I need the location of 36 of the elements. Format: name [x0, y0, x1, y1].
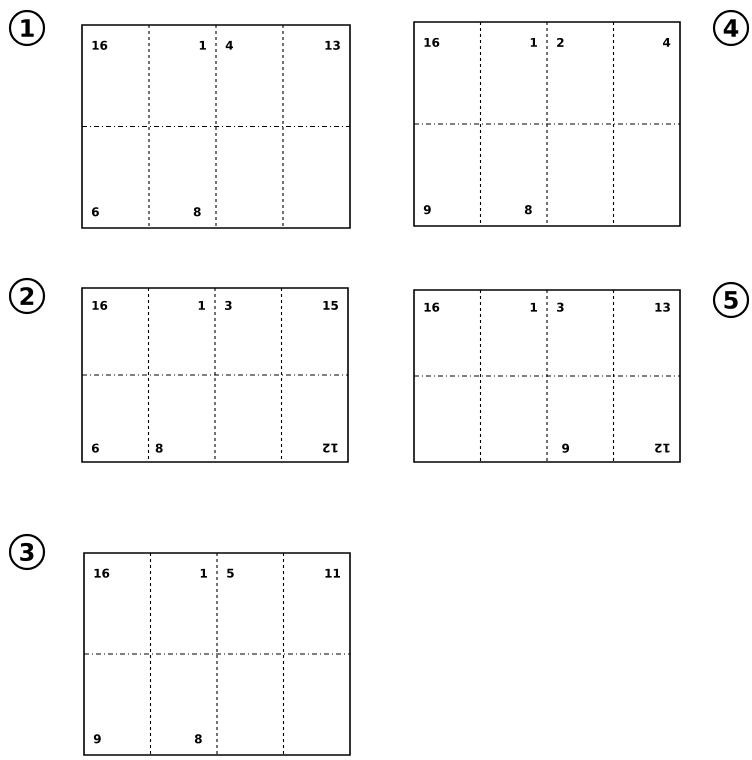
page-number: 1 — [198, 301, 205, 310]
page-number: 8 — [194, 734, 202, 744]
page-number: 16 — [94, 568, 110, 578]
step-number: 4 — [712, 10, 750, 46]
page-number: 16 — [424, 38, 440, 47]
step-number: 1 — [8, 10, 46, 46]
page-number: 3 — [225, 300, 232, 310]
page-number: 8 — [156, 444, 163, 453]
page-number: 3 — [557, 302, 564, 312]
page-number: 12 — [323, 444, 338, 453]
page-number: 5 — [227, 568, 234, 578]
page-number: 8 — [194, 207, 201, 216]
page-number: 2 — [557, 38, 564, 47]
page-number: 1 — [530, 38, 537, 47]
page-number: 1 — [530, 302, 537, 312]
page-number: 6 — [92, 444, 99, 453]
page-number: 15 — [323, 300, 338, 310]
page-number: 9 — [562, 444, 570, 453]
step-number: 5 — [712, 282, 750, 318]
step-number: 2 — [8, 278, 46, 314]
page-number: 9 — [94, 734, 101, 744]
page-number: 16 — [92, 40, 108, 50]
page-number: 1 — [200, 40, 206, 50]
page-number: 12 — [655, 444, 670, 453]
page-number: 9 — [424, 205, 431, 214]
page-number: 16 — [424, 302, 440, 312]
page-number: 6 — [92, 207, 99, 216]
page-number: 16 — [92, 300, 108, 310]
page-number: 13 — [325, 40, 340, 50]
page-number: 1 — [200, 568, 207, 578]
page-number: 11 — [325, 568, 340, 578]
page-number: 8 — [524, 205, 532, 214]
page-number: 13 — [655, 302, 670, 312]
page-number: 4 — [663, 38, 670, 47]
step-number: 3 — [8, 534, 46, 570]
page-number: 4 — [226, 40, 233, 50]
